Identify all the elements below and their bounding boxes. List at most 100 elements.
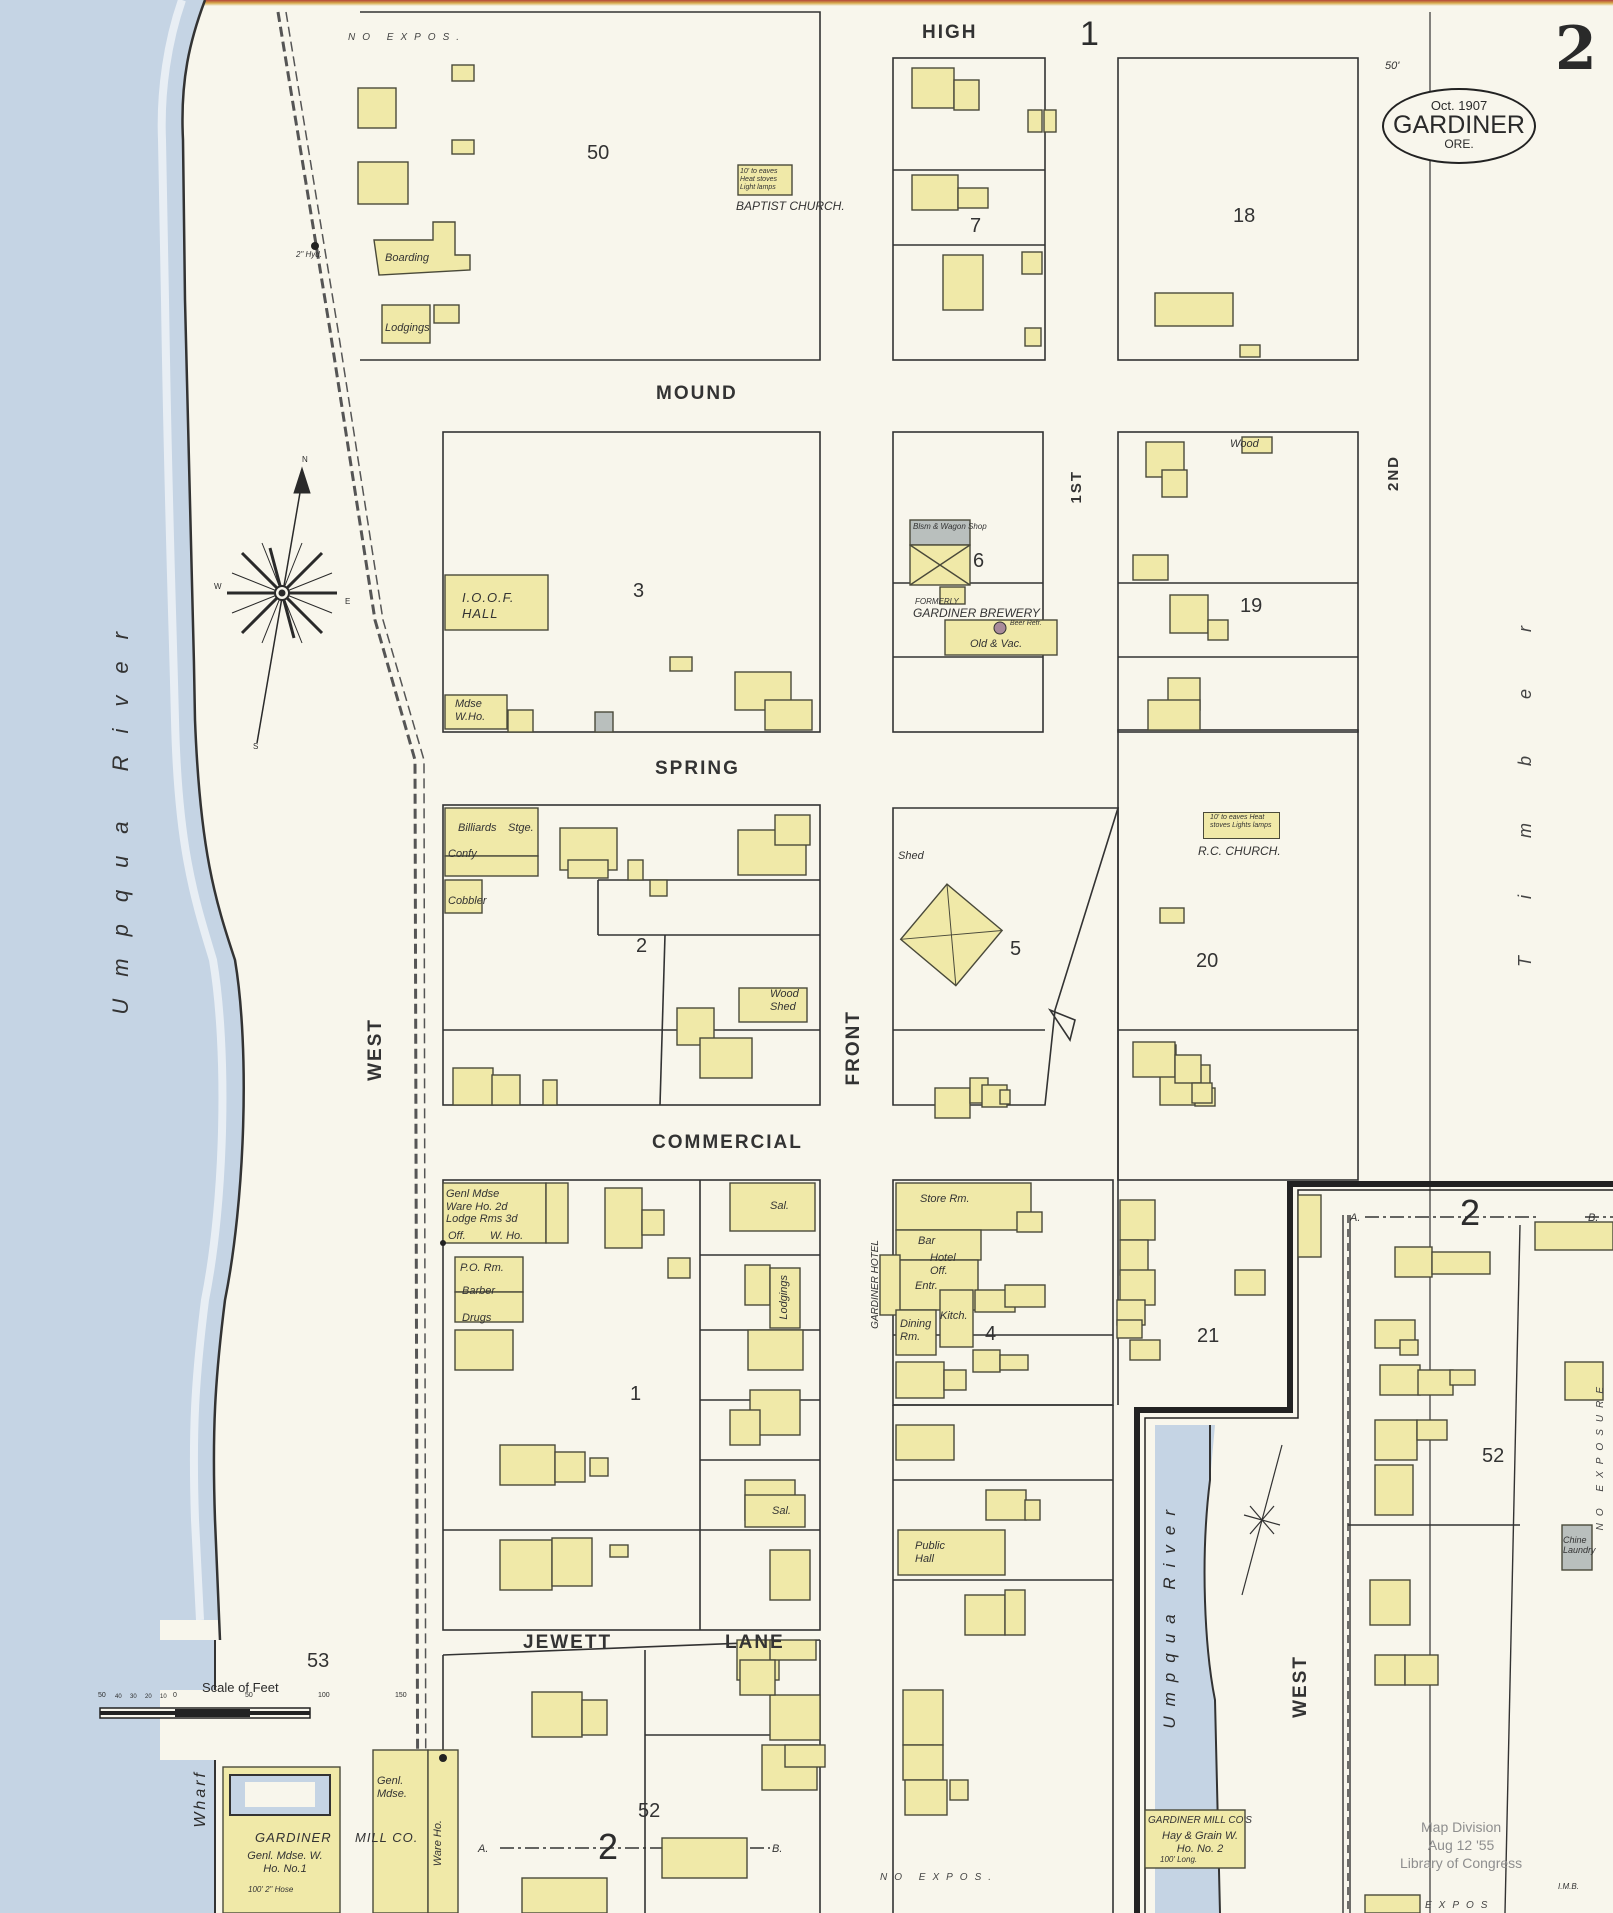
distance-label: 50': [1385, 60, 1400, 72]
brewery-old-vacant-label: Old & Vac.: [970, 638, 1023, 650]
barber-label: Barber: [462, 1285, 496, 1297]
scale-tick-100: 100: [318, 1692, 330, 1699]
umpqua-river-water: [0, 0, 244, 1913]
cobbler-label: Cobbler: [448, 895, 487, 907]
rc-church-note: 10' to eaves Heat stoves Lights lamps: [1210, 814, 1272, 830]
adjoining-sheet-2-inset: 2: [1460, 1192, 1481, 1233]
block-2: 2: [636, 935, 648, 957]
hotel-office-label: Hotel Off.: [930, 1252, 956, 1277]
shed-label: Shed: [898, 850, 924, 862]
baptist-church-note: 10' to eaves Heat stoves Light lamps: [740, 168, 778, 192]
street-first: 1ST: [1068, 470, 1085, 504]
scale-tick-20: 20: [145, 1694, 152, 1700]
boarding-label: Boarding: [385, 252, 430, 264]
compass-s: S: [253, 742, 259, 751]
no-exposure-top: NO EXPOS.: [348, 32, 467, 43]
dining-room-label: Dining Rm.: [900, 1318, 932, 1343]
section-line-a: A.: [1350, 1212, 1361, 1224]
no-exposure-right: NO EXPOSURE: [1595, 1380, 1606, 1531]
wood-label: Wood: [1230, 438, 1259, 450]
billiards-label: Billiards: [458, 822, 497, 834]
scale-tick-40: 40: [115, 1694, 122, 1700]
warehouse-label: W. Ho.: [490, 1230, 524, 1242]
block-20: 20: [1196, 950, 1219, 972]
entrance-label: Entr.: [915, 1280, 938, 1292]
block-52: 52: [638, 1800, 661, 1822]
ioof-hall-label: I.O.O.F. HALL: [462, 590, 515, 621]
saloon-label: Sal.: [770, 1200, 789, 1212]
gardiner-mill-label: GARDINER: [255, 1830, 332, 1845]
mill-warehouse-2-length: 100' Long.: [1160, 1855, 1198, 1864]
rc-church-label: R.C. CHURCH.: [1198, 844, 1281, 858]
stamp-line-2: Aug 12 '55: [1427, 1837, 1495, 1853]
stamp-initials: I.M.B.: [1558, 1882, 1579, 1891]
office-label: Off.: [448, 1230, 466, 1242]
inset-river: [1155, 1425, 1220, 1913]
street-commercial: COMMERCIAL: [652, 1132, 803, 1153]
scale-tick-150: 150: [395, 1692, 407, 1699]
street-second: 2ND: [1385, 455, 1402, 492]
stamp-line-1: Map Division: [1421, 1819, 1502, 1835]
storage-label: Stge.: [508, 822, 534, 834]
block-6: 6: [973, 550, 985, 572]
gardiner-hotel-label: GARDINER HOTEL: [870, 1240, 881, 1329]
block-1: 1: [630, 1383, 642, 1405]
state-name: ORE.: [1444, 137, 1474, 151]
scale-tick-10: 10: [160, 1694, 167, 1700]
compass-rose-icon: [227, 466, 337, 744]
scale-tick-50-left: 50: [98, 1692, 106, 1699]
confectionery-label: Confy: [448, 848, 477, 860]
block-50: 50: [587, 142, 610, 164]
mill-hose-label: 100' 2" Hose: [248, 1885, 294, 1894]
street-mound: MOUND: [656, 383, 738, 404]
street-lane: LANE: [725, 1632, 785, 1653]
mill-warehouse-2-title: GARDINER MILL CO'S: [1148, 1815, 1252, 1826]
brewery-formerly-label: FORMERLY: [915, 597, 959, 606]
baptist-church-label: BAPTIST CHURCH.: [736, 199, 845, 213]
river-label: Umpqua River: [108, 610, 133, 1015]
section-line-b: B.: [1588, 1212, 1599, 1224]
rc-church-building: [1203, 812, 1280, 839]
drugs-label: Drugs: [462, 1312, 492, 1324]
street-jewett: JEWETT: [523, 1632, 613, 1653]
scale-bar: [99, 1707, 311, 1719]
street-front: FRONT: [843, 1010, 864, 1086]
mill-warehouse-1-label: Genl. Mdse. W. Ho. No.1: [247, 1850, 323, 1875]
kitchen-label: Kitch.: [940, 1310, 968, 1322]
map-title-cartouche: Oct. 1907 GARDINER ORE.: [1382, 88, 1536, 164]
block-19: 19: [1240, 595, 1263, 617]
wood-shed-label: Wood Shed: [770, 988, 799, 1013]
block-18: 18: [1233, 205, 1256, 227]
beer-refr-label: Beer Refr.: [1010, 620, 1042, 627]
public-hall-label: Public Hall: [915, 1540, 945, 1565]
saloon-label-2: Sal.: [772, 1505, 791, 1517]
inset-frame: [1134, 1181, 1613, 1913]
store-room-label: Store Rm.: [920, 1193, 970, 1205]
railway-track: [276, 11, 420, 1913]
mill-warehouse-2-label: Hay & Grain W. Ho. No. 2: [1162, 1830, 1238, 1855]
scale-tick-0: 0: [173, 1692, 177, 1699]
compass-w: W: [214, 582, 222, 591]
gardiner-brewery-label: GARDINER BREWERY: [913, 606, 1040, 620]
section-line-a-2: A.: [478, 1843, 489, 1855]
no-exposure-bottom: NO EXPOS.: [880, 1872, 999, 1883]
warehouse-2-label: Ware Ho.: [432, 1820, 444, 1867]
mill-co-label: MILL CO.: [355, 1830, 419, 1845]
town-name: GARDINER: [1393, 111, 1525, 139]
block-53: 53: [307, 1650, 330, 1672]
adjoining-sheet-1: 1: [1080, 15, 1099, 53]
mdse-warehouse-label: Mdse W.Ho.: [455, 698, 486, 723]
block-21: 21: [1197, 1325, 1220, 1347]
adjoining-sheet-2: 2: [598, 1826, 619, 1867]
scale-tick-50: 50: [245, 1692, 253, 1699]
exposure-bottom-right: EXPOS: [1425, 1900, 1495, 1911]
block-52-inset: 52: [1482, 1445, 1505, 1467]
block-7: 7: [970, 215, 982, 237]
bar-label: Bar: [918, 1235, 936, 1247]
street-west-inset: WEST: [1290, 1655, 1311, 1718]
map-date: Oct. 1907: [1430, 98, 1488, 113]
block-4: 4: [985, 1323, 997, 1345]
river-label-inset: Umpqua River: [1160, 1500, 1179, 1729]
stamp-line-3: Library of Congress: [1400, 1855, 1523, 1871]
